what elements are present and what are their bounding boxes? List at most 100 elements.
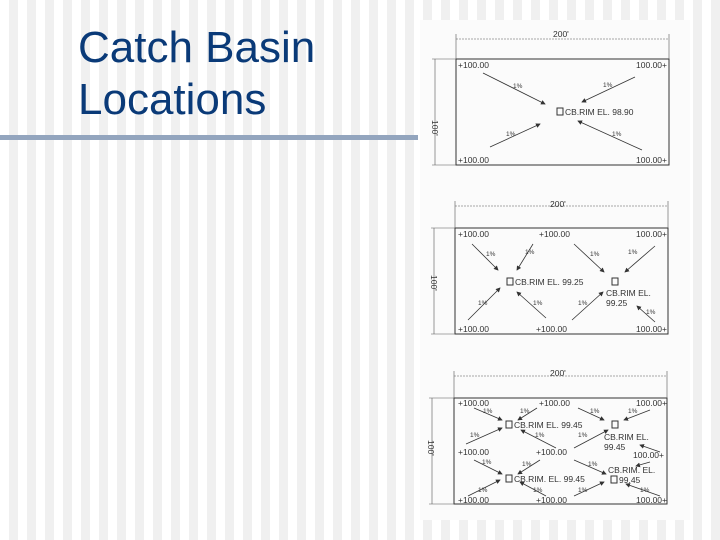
elevation-label: 100.00+ [633,450,664,460]
elevation-label: +100.00 [458,155,489,165]
flow-arrow [624,245,656,273]
elevation-label: 100.00+ [636,155,667,165]
flow-arrow [471,243,499,271]
slope-label: 1% [522,461,532,468]
catch-basin-icon [610,475,618,484]
flow-arrow [573,429,609,449]
flow-arrow [571,291,604,321]
slope-label: 1% [588,461,598,468]
flow-arrow [581,76,636,103]
elevation-label: +100.00 [536,324,567,334]
slope-label: 1% [590,408,600,415]
elevation-label: 100.00+ [636,324,667,334]
title-line-2: Locations [78,75,267,124]
flow-arrow [465,427,503,445]
slope-label: 1% [578,432,588,439]
slope-label: 1% [533,487,543,494]
flow-arrow [473,407,503,421]
flow-arrow [573,481,605,497]
catch-basin-label: 99.45 [604,442,626,452]
slope-label: 1% [506,131,516,138]
flow-arrow [623,409,651,421]
width-dimension: 200' [553,29,569,39]
slope-label: 1% [486,251,496,258]
elevation-label: +100.00 [536,447,567,457]
elevation-label: +100.00 [458,324,489,334]
slope-label: 1% [483,408,493,415]
catch-basin-label: CB.RIM EL. [604,432,649,442]
flow-arrow [519,481,547,497]
flow-arrow [516,243,534,271]
width-dimension: 200' [550,199,566,209]
elevation-label: 100.00+ [636,60,667,70]
catch-basin-icon [611,420,619,429]
slope-label: 1% [520,408,530,415]
slope-label: 1% [590,251,600,258]
catch-basin-label: CB.RIM EL. 98.90 [565,107,634,117]
elevation-label: +100.00 [539,229,570,239]
flow-arrow [577,407,605,421]
title-divider [0,135,418,140]
elevation-label: +100.00 [536,495,567,505]
flow-arrow [467,479,501,497]
slope-label: 1% [478,487,488,494]
flow-arrow [482,72,546,105]
catch-basin-label: 99.25 [606,298,628,308]
height-dimension: 100' [430,120,440,136]
elevation-label: +100.00 [458,447,489,457]
catch-basin-label: 99.45 [619,475,641,485]
flow-arrow [516,291,547,319]
elevation-label: +100.00 [539,398,570,408]
width-dimension: 200' [550,368,566,378]
height-dimension: 100' [429,275,439,291]
catch-basin-icon [611,277,619,286]
slope-label: 1% [535,432,545,439]
flow-arrow [573,243,605,273]
elevation-label: 100.00+ [636,398,667,408]
site-outline [453,397,668,505]
diagram-panel [420,20,690,520]
flow-arrow [639,444,661,453]
elevation-label: 100.00+ [636,495,667,505]
slope-label: 1% [628,249,638,256]
catch-basin-icon [556,107,564,116]
diagram-1: 200' 100' +100.00 100.00+ +100.00 100.00… [430,29,667,165]
flow-arrow [517,459,541,475]
slope-label: 1% [612,131,622,138]
catch-basin-icon [505,474,513,483]
title-line-1: Catch Basin [78,23,316,72]
height-dimension: 100' [426,440,436,456]
slope-label: 1% [533,300,543,307]
elevation-label: +100.00 [458,60,489,70]
slope-label: 1% [470,432,480,439]
elevation-label: +100.00 [458,495,489,505]
slope-label: 1% [525,249,535,256]
catch-basin-label: CB.RIM. EL. 99.45 [514,474,585,484]
slope-label: 1% [646,309,656,316]
slope-label: 1% [628,408,638,415]
flow-arrow [577,120,643,151]
flow-arrow [625,483,661,497]
catch-basin-icon [506,277,514,286]
catch-basin-label: CB.RIM EL. [606,288,651,298]
slope-label: 1% [513,83,523,90]
flow-arrow [489,123,541,148]
slope-label: 1% [578,487,588,494]
flow-arrow [467,287,501,321]
diagram-3: 200' 100' +100.00 +100.00 100.00+ +100.0… [426,368,667,505]
catch-basin-label: CB.RIM. EL. [608,465,655,475]
elevation-label: +100.00 [458,398,489,408]
site-outline [454,227,669,335]
catch-basin-label: CB.RIM EL. 99.45 [514,420,583,430]
site-outline [455,58,670,166]
catch-basin-icon [505,420,513,429]
flow-arrow [573,459,607,475]
diagram-2: 200' 100' +100.00 +100.00 100.00+ +100.0… [429,199,667,334]
flow-arrow [636,305,656,323]
slope-label: 1% [482,459,492,466]
flow-arrow [517,407,538,421]
elevation-label: 100.00+ [636,229,667,239]
slope-label: 1% [640,487,650,494]
